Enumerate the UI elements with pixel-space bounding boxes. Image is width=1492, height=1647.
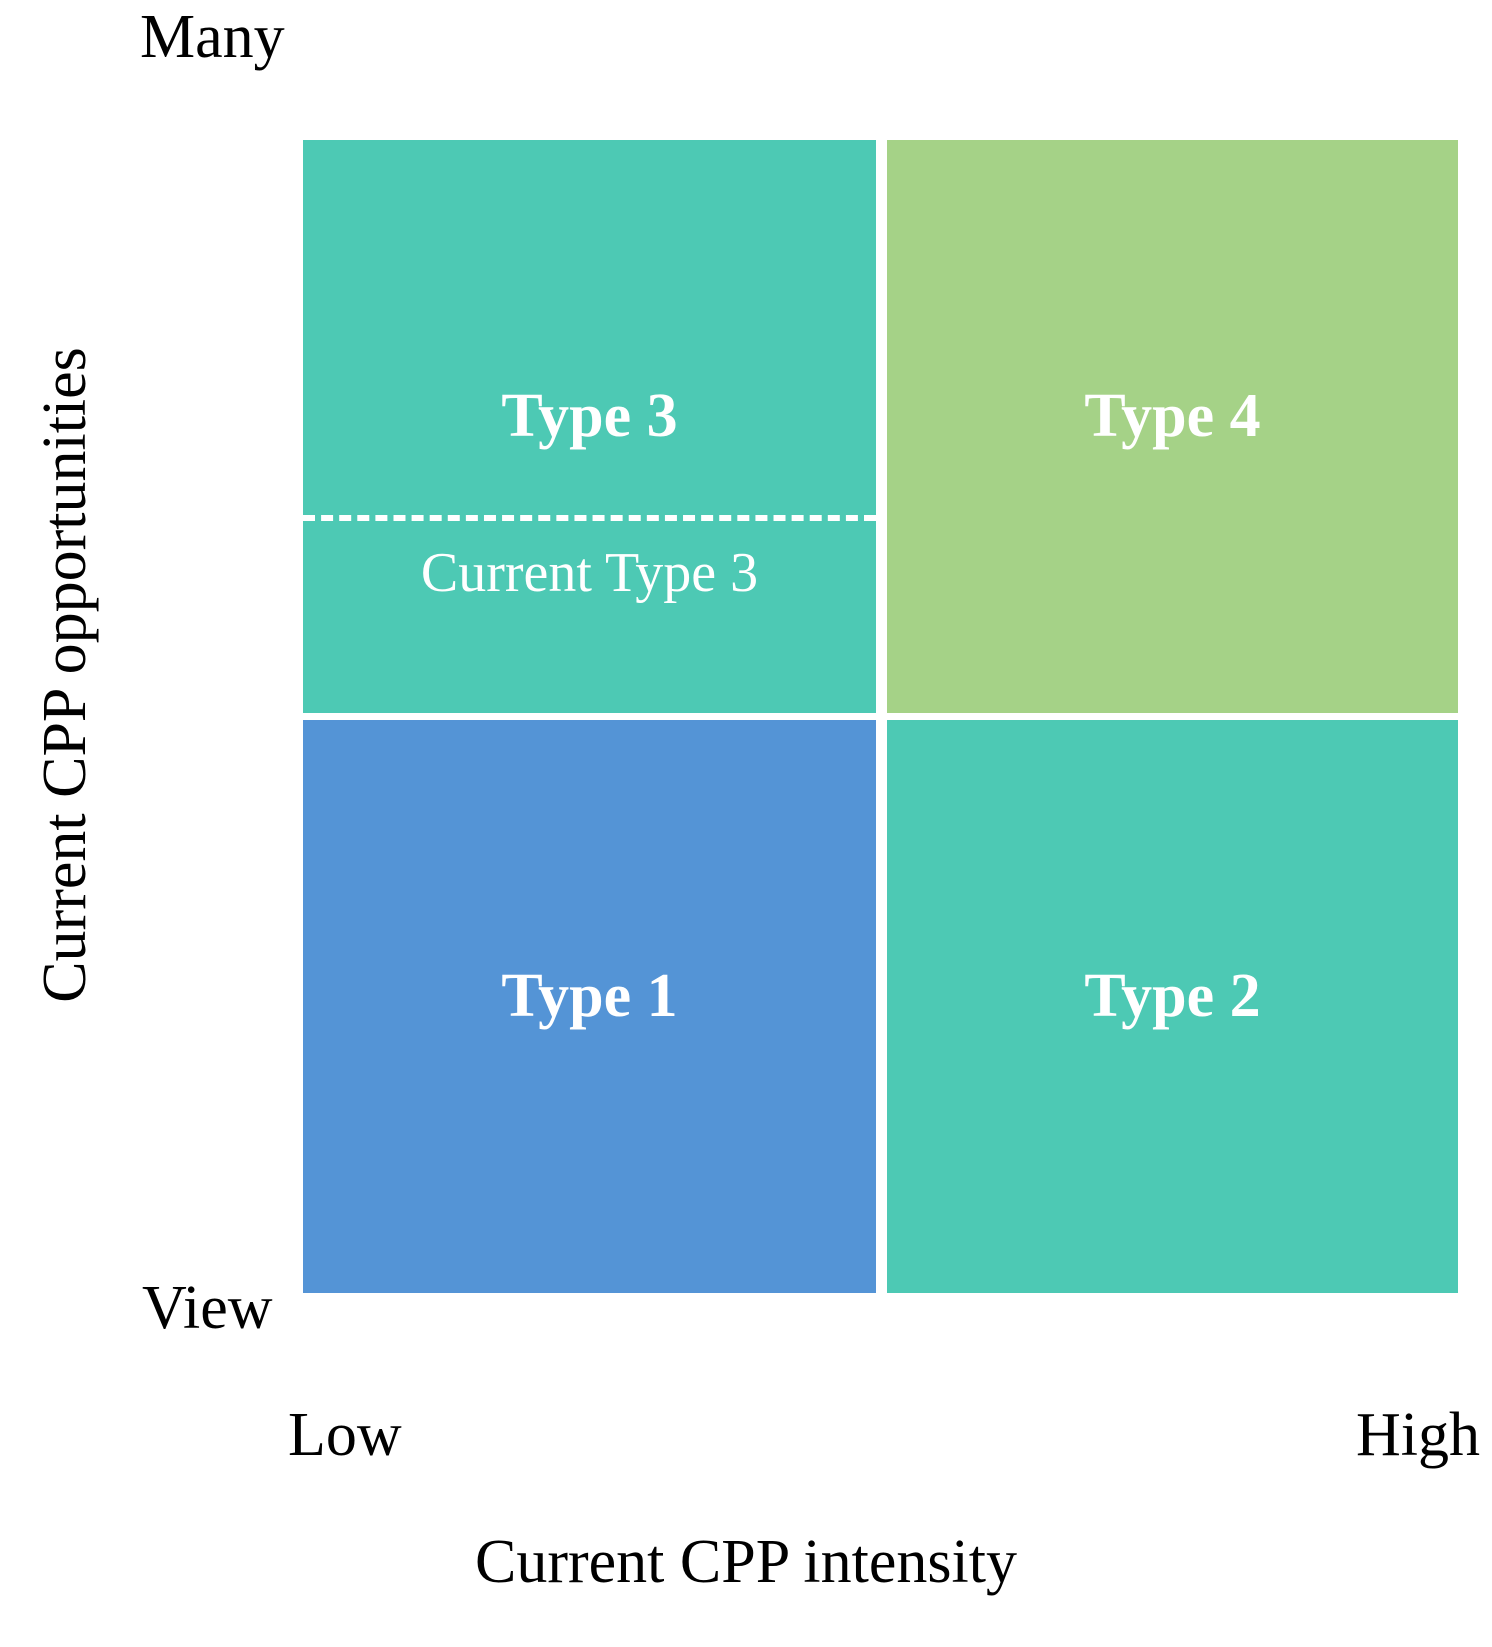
y-axis-title-container: Current CPP opportunities bbox=[0, 0, 130, 1350]
y-axis-top-label: Many bbox=[140, 3, 285, 71]
x-axis-title: Current CPP intensity bbox=[475, 1528, 1017, 1596]
y-axis-bottom-label: View bbox=[142, 1274, 273, 1342]
quadrant-type-2[interactable]: Type 2 bbox=[887, 720, 1458, 1293]
x-axis-left-label: Low bbox=[288, 1401, 402, 1469]
current-type-3-divider bbox=[303, 515, 876, 521]
quadrant-type-1[interactable]: Type 1 bbox=[303, 720, 876, 1293]
x-axis-right-label: High bbox=[1356, 1401, 1480, 1469]
quadrant-matrix: Type 3 Current Type 3 Type 4 Type 1 Type… bbox=[303, 140, 1458, 1293]
quadrant-type-2-label: Type 2 bbox=[1084, 962, 1261, 1030]
quadrant-type-4[interactable]: Type 4 bbox=[887, 140, 1458, 713]
quadrant-type-3[interactable]: Type 3 Current Type 3 bbox=[303, 140, 876, 713]
quadrant-type-4-label: Type 4 bbox=[1084, 382, 1261, 450]
y-axis-title: Current CPP opportunities bbox=[31, 347, 100, 1003]
quadrant-type-3-label: Type 3 bbox=[501, 382, 678, 450]
quadrant-type-1-label: Type 1 bbox=[501, 962, 678, 1030]
quadrant-type-3-sublabel: Current Type 3 bbox=[420, 542, 759, 604]
